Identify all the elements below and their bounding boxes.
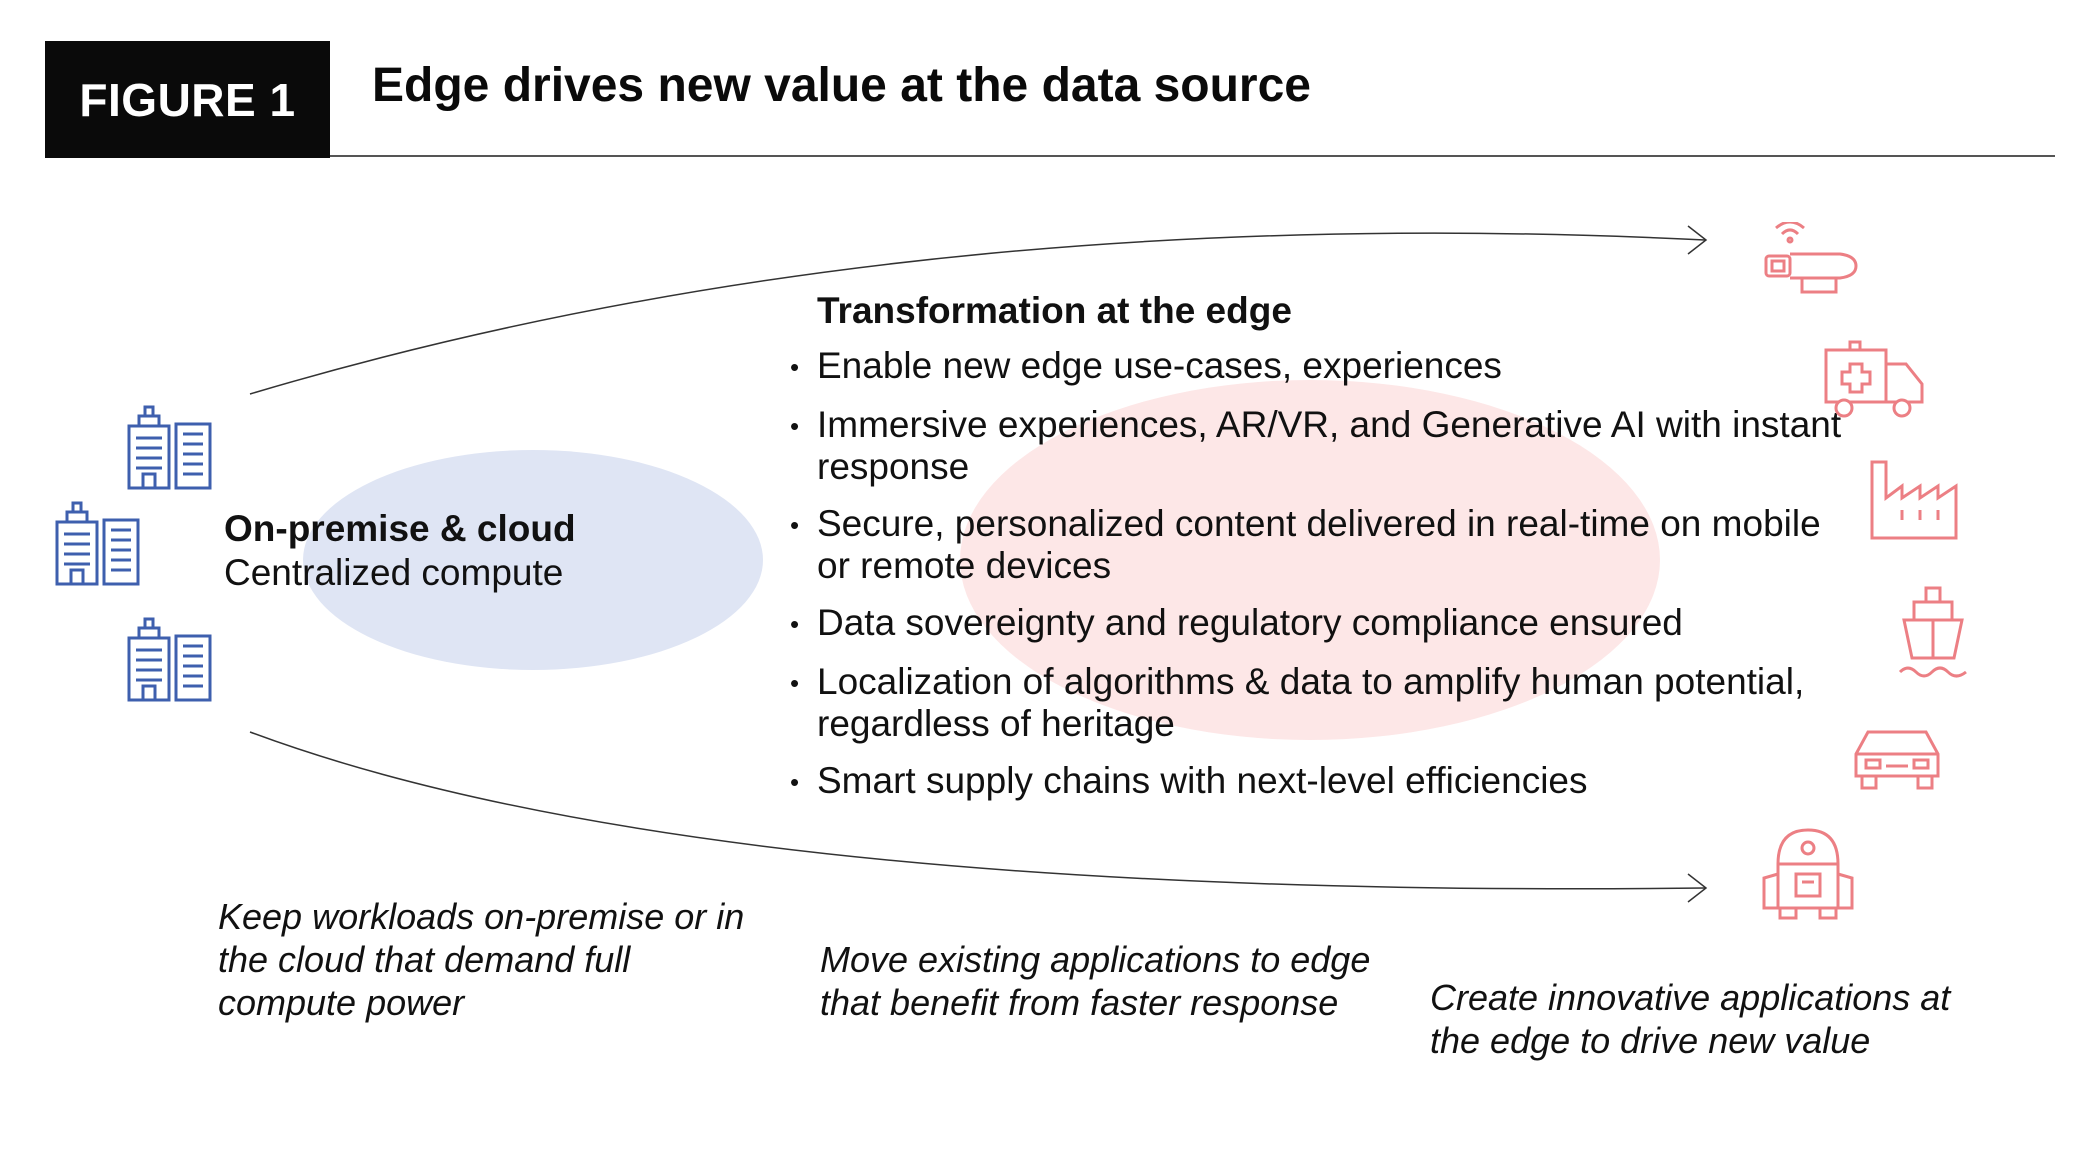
- bullet-item: • Localization of algorithms & data to am…: [790, 661, 1850, 745]
- bullet-item: • Secure, personalized content delivered …: [790, 503, 1850, 587]
- top-arrow-curve: [249, 232, 1706, 395]
- bullet-item: • Smart supply chains with next-level eff…: [790, 760, 1850, 804]
- bullet-text: Immersive experiences, AR/VR, and Genera…: [817, 404, 1842, 487]
- bullet-text: Secure, personalized content delivered i…: [817, 503, 1821, 586]
- office-building-icon: [127, 617, 212, 702]
- note-move-applications: Move existing applications to edge that …: [820, 939, 1371, 1023]
- bullet-item: • Enable new edge use-cases, experiences: [790, 345, 1850, 389]
- top-arrow-head: [1687, 225, 1708, 255]
- edge-ellipse: [960, 380, 1660, 740]
- onprem-subtitle: Centralized compute: [224, 552, 564, 593]
- ambulance-icon: [1824, 340, 1924, 418]
- bullet-dot: •: [790, 411, 800, 441]
- bullet-dot: •: [790, 510, 800, 540]
- bottom-arrow-curve: [249, 731, 1706, 890]
- edge-title: Transformation at the edge: [817, 290, 1292, 331]
- figure-title: Edge drives new value at the data source: [372, 59, 1311, 112]
- bullet-text: Enable new edge use-cases, experiences: [817, 345, 1502, 386]
- office-building-icon: [127, 405, 212, 490]
- bottom-arrow-head: [1687, 873, 1708, 903]
- onprem-title: On-premise & cloud: [224, 508, 576, 549]
- edge-bullet-list: •Enable new edge use-cases, experiences …: [790, 345, 1850, 819]
- car-icon: [1854, 730, 1940, 790]
- factory-icon: [1870, 460, 1958, 540]
- bullet-item: • Immersive experiences, AR/VR, and Gener…: [790, 404, 1850, 488]
- bullet-text: Data sovereignty and regulatory complian…: [817, 602, 1683, 643]
- bullet-text: Localization of algorithms & data to amp…: [817, 661, 1805, 744]
- ship-icon: [1898, 586, 1967, 678]
- bullet-dot: •: [790, 352, 800, 382]
- bullet-text: Smart supply chains with next-level effi…: [817, 760, 1588, 801]
- figure-badge: FIGURE 1: [45, 41, 330, 158]
- bullet-dot: •: [790, 609, 800, 639]
- onprem-ellipse: [303, 450, 763, 670]
- note-keep-workloads: Keep workloads on-premise or in the clou…: [218, 896, 745, 1023]
- office-building-icon: [55, 501, 140, 586]
- robot-icon: [1762, 828, 1854, 920]
- title-divider: [330, 155, 2055, 157]
- note-create-applications: Create innovative applications at the ed…: [1430, 977, 1951, 1061]
- smartwatch-icon: [1764, 222, 1858, 294]
- bullet-dot: •: [790, 668, 800, 698]
- bullet-dot: •: [790, 767, 800, 797]
- bullet-item: • Data sovereignty and regulatory complia…: [790, 602, 1850, 646]
